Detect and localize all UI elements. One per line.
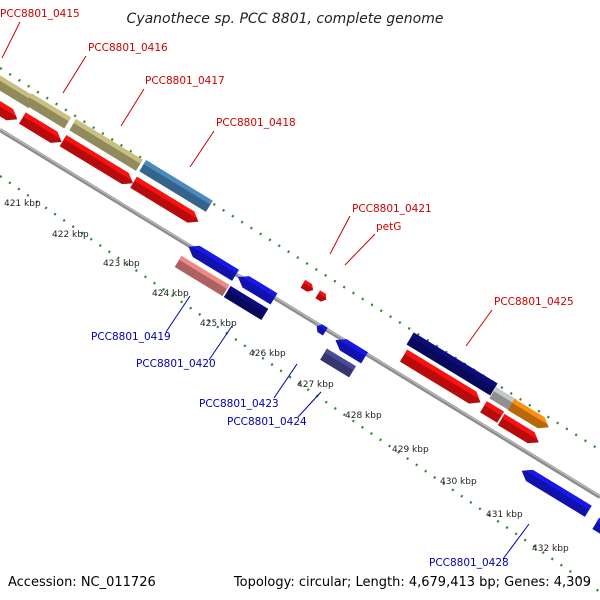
gene-0426 xyxy=(489,387,517,411)
gene-label[interactable]: PCC8801_0420 xyxy=(136,358,216,370)
gene-0429-rev xyxy=(592,517,600,535)
gene-0425 xyxy=(406,332,498,396)
gene-label[interactable]: PCC8801_0416 xyxy=(88,42,168,54)
gene-leader-line xyxy=(120,88,145,127)
gene-label[interactable]: PCC8801_0424 xyxy=(227,416,307,428)
gene-leader-line xyxy=(344,233,376,266)
gene-leader-line xyxy=(273,363,298,399)
kbp-tick-label: 425 kbp xyxy=(200,319,237,329)
topology-text: Topology: circular; Length: 4,679,413 bp… xyxy=(233,575,591,590)
inner-tick-track xyxy=(0,175,600,593)
kbp-tick-label: 431 kbp xyxy=(486,510,523,520)
kbp-tick-label: 424 kbp xyxy=(152,289,189,299)
kbp-tick-label: 421 kbp xyxy=(4,199,41,209)
kbp-tick-label: 430 kbp xyxy=(440,477,477,487)
gene-label[interactable]: PCC8801_0428 xyxy=(429,557,509,569)
kbp-tick-label: 428 kbp xyxy=(345,411,382,421)
gene-0424 xyxy=(320,348,356,378)
gene-leader-line xyxy=(62,55,87,94)
gene-label[interactable]: PCC8801_0418 xyxy=(216,117,296,129)
gene-leader-line xyxy=(465,309,493,347)
gene-0416-fwd xyxy=(18,112,62,143)
gene-0420 xyxy=(223,286,269,320)
gene-label[interactable]: PCC8801_0415 xyxy=(0,8,80,20)
kbp-tick-label: 426 kbp xyxy=(249,349,286,359)
gene-leader-line xyxy=(1,21,21,59)
gene-leader-line xyxy=(297,391,322,418)
gene-leader-line xyxy=(189,130,215,168)
gene-0418 xyxy=(139,160,213,212)
kbp-tick-label: 422 kbp xyxy=(52,230,89,240)
gene-0421 xyxy=(300,280,314,292)
gene-label[interactable]: PCC8801_0425 xyxy=(494,296,574,308)
map-title: Cyanothece sp. PCC 8801, complete genome xyxy=(127,11,444,27)
gene-0428-rev xyxy=(521,469,592,517)
kbp-tick-label: 432 kbp xyxy=(532,544,569,554)
gene-0417-fwd xyxy=(59,135,134,185)
gene-petG xyxy=(315,290,327,302)
gene-0415-fwd xyxy=(0,95,18,121)
gene-0419 xyxy=(174,255,230,297)
gene-0420-rev xyxy=(238,276,278,305)
gene-0419-rev xyxy=(188,245,239,281)
gene-leader-line xyxy=(208,325,233,361)
accession-text: Accession: NC_011726 xyxy=(8,575,156,590)
gene-0427 xyxy=(507,399,549,429)
gene-label[interactable]: petG xyxy=(376,221,401,233)
gene-leader-line xyxy=(165,295,191,333)
gene-label[interactable]: PCC8801_0423 xyxy=(199,398,279,410)
outer-tick-track xyxy=(0,66,600,452)
gene-0424-rev xyxy=(335,339,368,364)
gene-label[interactable]: PCC8801_0419 xyxy=(91,331,171,343)
kbp-tick-label: 423 kbp xyxy=(103,259,140,269)
gene-0417 xyxy=(69,119,143,171)
gene-0423 xyxy=(316,324,328,336)
gene-0416 xyxy=(24,93,72,129)
kbp-tick-label: 427 kbp xyxy=(297,380,334,390)
gene-features xyxy=(0,67,600,535)
gene-0427-fwd xyxy=(497,414,539,444)
gene-0425-fwd xyxy=(399,349,481,404)
gene-0415 xyxy=(0,67,36,109)
gene-leader-line xyxy=(502,523,530,560)
gene-leader-line xyxy=(329,215,351,255)
kbp-tick-label: 429 kbp xyxy=(392,445,429,455)
gene-0418-fwd xyxy=(130,176,199,223)
gene-0426-fwd xyxy=(480,401,504,423)
gene-label-layer: PCC8801_0415PCC8801_0416PCC8801_0417PCC8… xyxy=(0,8,574,569)
gene-label[interactable]: PCC8801_0417 xyxy=(145,75,225,87)
gene-label[interactable]: PCC8801_0421 xyxy=(352,203,432,215)
genome-backbone xyxy=(0,128,600,499)
kbp-tick-labels: 421 kbp 422 kbp 423 kbp 424 kbp 425 kbp 426 k… xyxy=(4,199,569,554)
